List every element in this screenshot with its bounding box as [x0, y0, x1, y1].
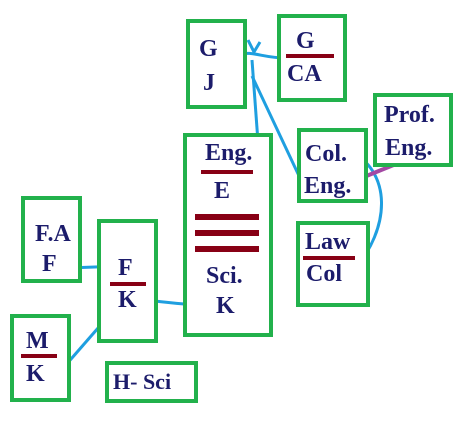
node-eng-sci-bottom: Sci. [206, 263, 243, 289]
node-g-j-top: G [199, 36, 218, 62]
node-eng-sci-bottom-k: K [216, 293, 235, 319]
node-eng-sci-mid: E [214, 178, 231, 204]
bracket-arrow [246, 39, 262, 56]
node-col-eng-top: Col. [305, 141, 347, 167]
node-f-k-fraction-bar [110, 282, 146, 286]
node-eng-sci-bar-1 [201, 170, 253, 174]
node-prof-eng-top: Prof. [384, 102, 435, 128]
node-g-ca-bottom: CA [287, 61, 322, 87]
node-fa-f-bottom: F [42, 251, 57, 277]
node-g-ca-top: G [296, 28, 315, 54]
node-prof-eng [373, 93, 453, 167]
node-h-sci [105, 361, 198, 403]
node-col-eng [297, 128, 368, 203]
node-g-ca [277, 14, 347, 102]
node-eng-sci-top: Eng. [205, 140, 253, 166]
node-law-col-bottom: Col [306, 261, 342, 287]
node-fa-f-top: F.A [35, 221, 71, 247]
node-f-k-bottom: K [118, 287, 137, 313]
node-law-col-top: Law [305, 229, 351, 255]
node-m-k [10, 314, 71, 402]
node-col-eng-bottom: Eng. [304, 173, 352, 199]
node-law-col-fraction-bar [303, 256, 355, 260]
node-g-ca-fraction-bar [286, 54, 334, 58]
node-eng-sci-bar-4 [195, 246, 259, 252]
node-m-k-fraction-bar [21, 354, 57, 358]
node-m-k-bottom: K [26, 361, 45, 387]
node-eng-sci-bar-3 [195, 230, 259, 236]
node-g-j-bottom: J [203, 70, 215, 96]
node-law-col [296, 221, 370, 307]
node-m-k-top: M [26, 328, 49, 354]
node-eng-sci-bar-2 [195, 214, 259, 220]
node-h-sci-label: H- Sci [113, 369, 172, 394]
bracket-to-col-eng [250, 75, 302, 179]
node-fa-f [21, 196, 82, 283]
node-g-j [186, 19, 247, 109]
node-prof-eng-bottom: Eng. [385, 135, 433, 161]
node-f-k-top: F [118, 255, 133, 281]
bracket-to-eng [250, 59, 260, 143]
node-f-k [97, 219, 158, 343]
